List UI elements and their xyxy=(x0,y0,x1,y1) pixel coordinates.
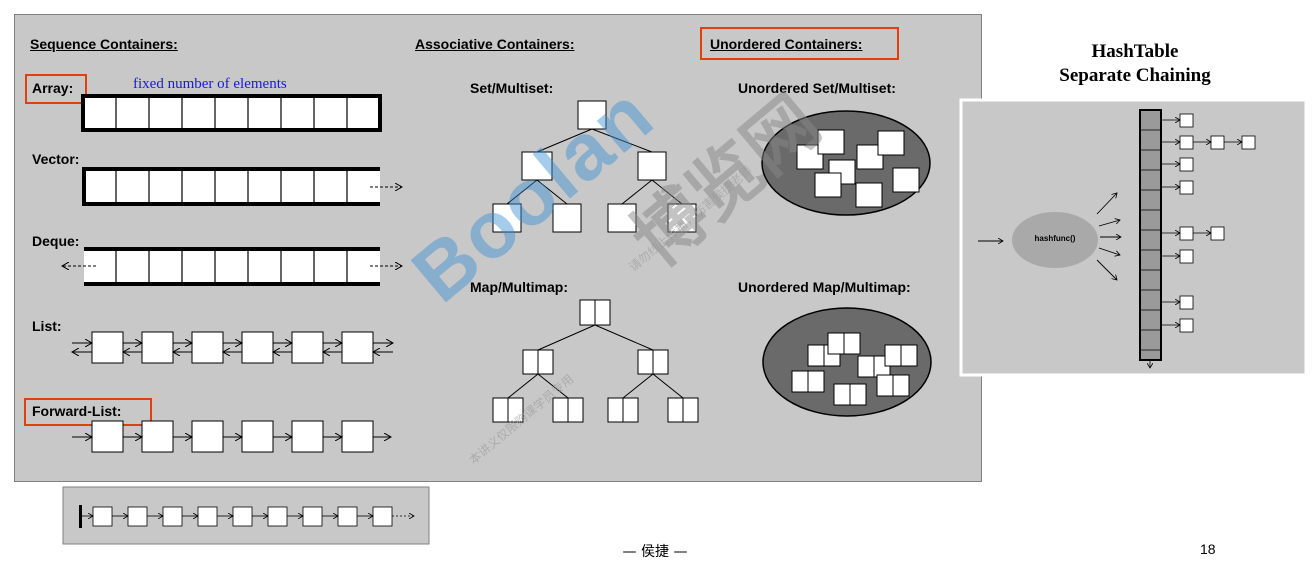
array-highlight-box xyxy=(25,74,87,104)
map-tree-diagram xyxy=(492,299,699,423)
deque-label: Deque: xyxy=(32,233,80,249)
footer-author: — 侯捷 — xyxy=(622,544,688,560)
hashtable-title: HashTable Separate Chaining xyxy=(1020,40,1250,88)
unordered-map-label: Unordered Map/Multimap: xyxy=(738,279,911,295)
set-multiset-label: Set/Multiset: xyxy=(470,80,554,96)
array-note: fixed number of elements xyxy=(133,76,287,92)
array-diagram xyxy=(81,94,382,132)
unordered-set-diagram xyxy=(761,110,931,216)
associative-containers-header: Associative Containers: xyxy=(415,36,575,52)
hashfunc-label: hashfunc() xyxy=(1034,234,1076,243)
array-label: Array: xyxy=(32,80,74,96)
sequence-containers-header: Sequence Containers: xyxy=(30,36,178,52)
hashtable-diagram xyxy=(959,98,1308,377)
unordered-map-diagram xyxy=(762,307,932,417)
hashtable-title-line1: HashTable xyxy=(1091,41,1179,62)
hashtable-title-line2: Separate Chaining xyxy=(1059,65,1211,86)
unordered-highlight-box xyxy=(700,27,899,60)
forward-list-diagram xyxy=(72,420,391,453)
forward-list-highlight-box xyxy=(24,398,152,426)
vector-diagram xyxy=(82,167,402,206)
forward-list-label: Forward-List: xyxy=(32,403,122,419)
unordered-containers-header: Unordered Containers: xyxy=(710,36,863,52)
unordered-set-label: Unordered Set/Multiset: xyxy=(738,80,896,96)
list-label: List: xyxy=(32,318,62,334)
page-number: 18 xyxy=(1200,541,1216,557)
forward-list-inset xyxy=(62,486,430,545)
vector-label: Vector: xyxy=(32,151,80,167)
list-diagram xyxy=(72,331,393,364)
map-multimap-label: Map/Multimap: xyxy=(470,279,568,295)
deque-diagram xyxy=(62,247,402,286)
set-tree-diagram xyxy=(492,100,697,233)
